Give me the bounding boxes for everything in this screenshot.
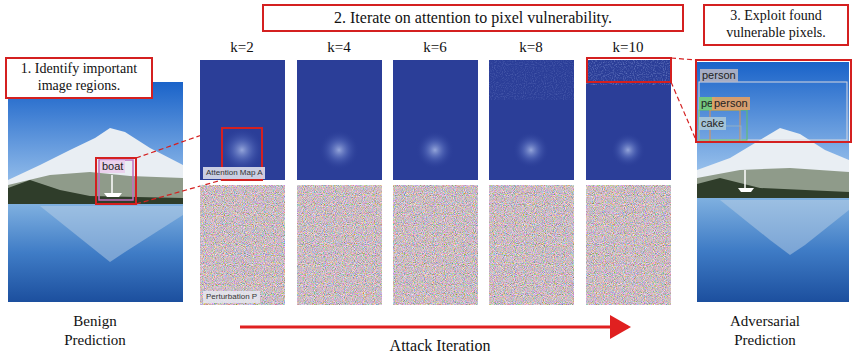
step-label: k=10 <box>598 38 658 57</box>
step-callout: 2. Iterate on attention to pixel vulnera… <box>262 4 684 32</box>
step-label: k=2 <box>212 38 272 57</box>
step-label: k=8 <box>501 38 561 57</box>
callout-text: 2. Iterate on attention to pixel vulnera… <box>269 8 677 27</box>
callout-text: 3. Exploit found vulnerable pixels. <box>710 8 842 42</box>
panel-label: Attention Map A <box>203 167 265 179</box>
axis-label: Attack Iteration <box>355 336 525 356</box>
step-callout: 1. Identify important image regions. <box>5 57 153 99</box>
class-tag: boat <box>100 160 125 173</box>
callout-text: 1. Identify important image regions. <box>12 61 146 95</box>
class-tag: person <box>712 97 750 110</box>
caption-text: Adversarial Prediction <box>715 312 815 350</box>
step-label: k=6 <box>405 38 465 57</box>
caption-text: Benign Prediction <box>50 312 140 350</box>
panel-label: Perturbation P <box>203 291 260 303</box>
step-callout: 3. Exploit found vulnerable pixels. <box>703 4 849 46</box>
class-tag: cake <box>699 117 726 130</box>
step-label: k=4 <box>309 38 369 57</box>
class-tag: person <box>700 69 738 82</box>
